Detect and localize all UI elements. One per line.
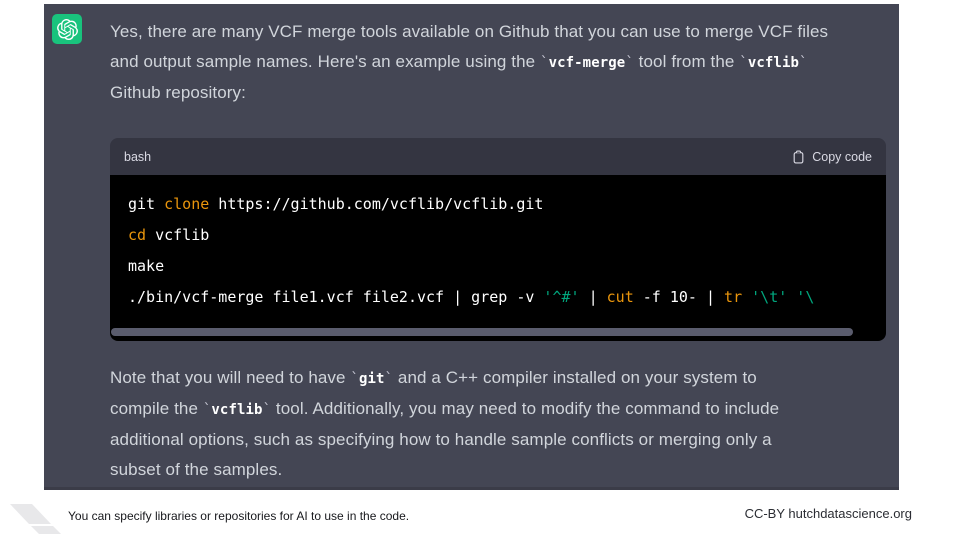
code-block-header: bash Copy code xyxy=(110,138,886,175)
text-run: and output sample names. Here's an examp… xyxy=(110,52,541,71)
hutch-watermark-logo-icon xyxy=(10,504,61,534)
copy-code-button[interactable]: Copy code xyxy=(792,150,872,164)
text-run: compile the xyxy=(110,399,203,418)
inline-code: vcf-merge xyxy=(540,55,634,71)
text-run: Yes, there are many VCF merge tools avai… xyxy=(110,22,829,41)
code-token: ./bin/vcf-merge file1.vcf file2.vcf | gr… xyxy=(128,288,544,306)
code-token: clone xyxy=(164,195,210,213)
code-token: tr xyxy=(724,288,743,306)
code-token: cd xyxy=(128,226,147,244)
code-token: https://github.com/vcflib/vcflib.git xyxy=(209,195,544,213)
avatar xyxy=(52,14,82,44)
horizontal-scrollbar-thumb[interactable] xyxy=(111,328,853,336)
code-line: git clone https://github.com/vcflib/vcfl… xyxy=(128,189,886,220)
copy-code-label: Copy code xyxy=(812,149,872,164)
code-token: vcflib xyxy=(146,226,210,244)
text-run: subset of the samples. xyxy=(110,460,283,479)
text-run: additional options, such as specifying h… xyxy=(110,430,772,449)
code-token: make xyxy=(128,257,165,275)
code-language-label: bash xyxy=(124,149,152,164)
code-token: '^#' xyxy=(543,288,580,306)
text-run: tool. Additionally, you may need to modi… xyxy=(271,399,780,418)
code-token: -f 10- | xyxy=(633,288,725,306)
chatgpt-logo-icon xyxy=(56,18,78,40)
code-token xyxy=(742,288,751,306)
inline-code: git xyxy=(350,371,393,387)
code-token: | xyxy=(579,288,607,306)
text-run: and a C++ compiler installed on your sys… xyxy=(393,368,757,387)
clipboard-icon xyxy=(793,150,804,164)
code-token: git xyxy=(128,195,165,213)
code-token: '\t' xyxy=(751,288,788,306)
text-run: Github repository: xyxy=(110,83,246,102)
footer-license: CC-BY hutchdatascience.org xyxy=(744,506,912,521)
code-token: cut xyxy=(606,288,634,306)
text-run: tool from the xyxy=(633,52,740,71)
inline-code: vcflib xyxy=(739,55,807,71)
code-block: bash Copy code git clone https://github.… xyxy=(110,138,886,341)
code-token: '\ xyxy=(796,288,815,306)
code-line: ./bin/vcf-merge file1.vcf file2.vcf | gr… xyxy=(128,282,886,313)
code-body: git clone https://github.com/vcflib/vcfl… xyxy=(110,175,886,341)
inline-code: vcflib xyxy=(203,402,271,418)
text-run: Note that you will need to have xyxy=(110,368,351,387)
paragraph-note: Note that you will need to have git and … xyxy=(110,363,779,485)
code-line: make xyxy=(128,251,886,282)
code-token xyxy=(787,288,796,306)
code-line: cd vcflib xyxy=(128,220,886,251)
paragraph-intro: Yes, there are many VCF merge tools avai… xyxy=(110,17,828,108)
footer-caption: You can specify libraries or repositorie… xyxy=(68,509,410,523)
assistant-message-panel: Yes, there are many VCF merge tools avai… xyxy=(44,4,899,490)
